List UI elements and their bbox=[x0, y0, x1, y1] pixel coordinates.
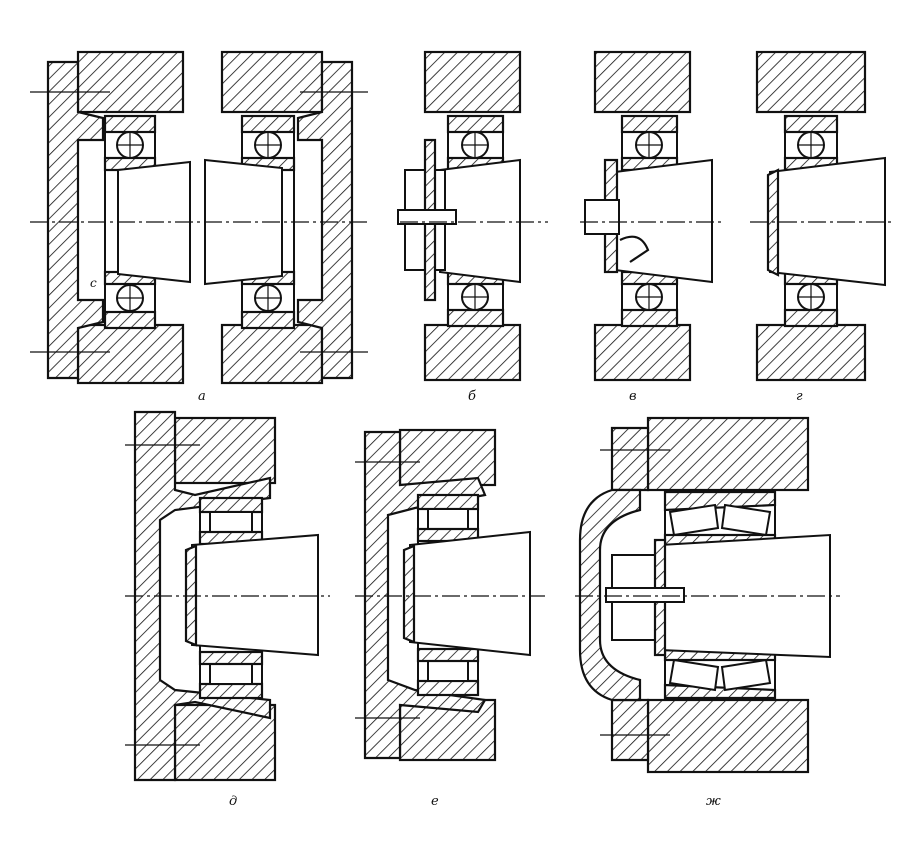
bolt-b bbox=[397, 209, 457, 225]
view-v bbox=[580, 50, 722, 382]
domed-cover-zh bbox=[578, 488, 642, 702]
view-g bbox=[750, 50, 895, 382]
housing-bottom-a2 bbox=[220, 323, 324, 385]
shaft-e bbox=[409, 530, 531, 657]
housing-bottom-v bbox=[593, 323, 692, 382]
label-a: а bbox=[198, 389, 206, 404]
housing-top-g bbox=[755, 50, 867, 114]
view-e bbox=[355, 428, 545, 762]
housing-top-a2 bbox=[220, 50, 324, 114]
view-a bbox=[30, 50, 370, 385]
housing-top-b bbox=[423, 50, 522, 114]
housing-bottom-g bbox=[755, 323, 867, 382]
view-zh bbox=[575, 416, 840, 774]
bolt-head-v bbox=[584, 199, 620, 235]
label-zh: ж bbox=[706, 794, 721, 809]
housing-top-a1 bbox=[76, 50, 185, 114]
housing-top-zh bbox=[646, 416, 810, 492]
end-cover-a2 bbox=[296, 60, 354, 380]
end-cover-d bbox=[133, 410, 272, 782]
label-d: д bbox=[229, 794, 238, 809]
label-c: c bbox=[90, 276, 97, 290]
shaft-v bbox=[614, 158, 713, 284]
label-b: б bbox=[468, 389, 476, 404]
view-b bbox=[397, 50, 548, 382]
housing-top-v bbox=[593, 50, 692, 114]
view-d bbox=[125, 410, 330, 782]
label-g: г bbox=[796, 389, 803, 404]
end-cover-a1 bbox=[46, 60, 105, 380]
bolt-zh bbox=[605, 587, 685, 603]
shaft-d bbox=[191, 533, 319, 657]
label-e: е bbox=[431, 794, 439, 809]
housing-bottom-a1 bbox=[76, 323, 185, 385]
housing-bottom-zh bbox=[646, 698, 810, 774]
label-v: в bbox=[629, 389, 637, 404]
housing-bottom-b bbox=[423, 323, 522, 382]
housing-top-e bbox=[398, 428, 497, 487]
housing-top-d bbox=[173, 416, 277, 485]
